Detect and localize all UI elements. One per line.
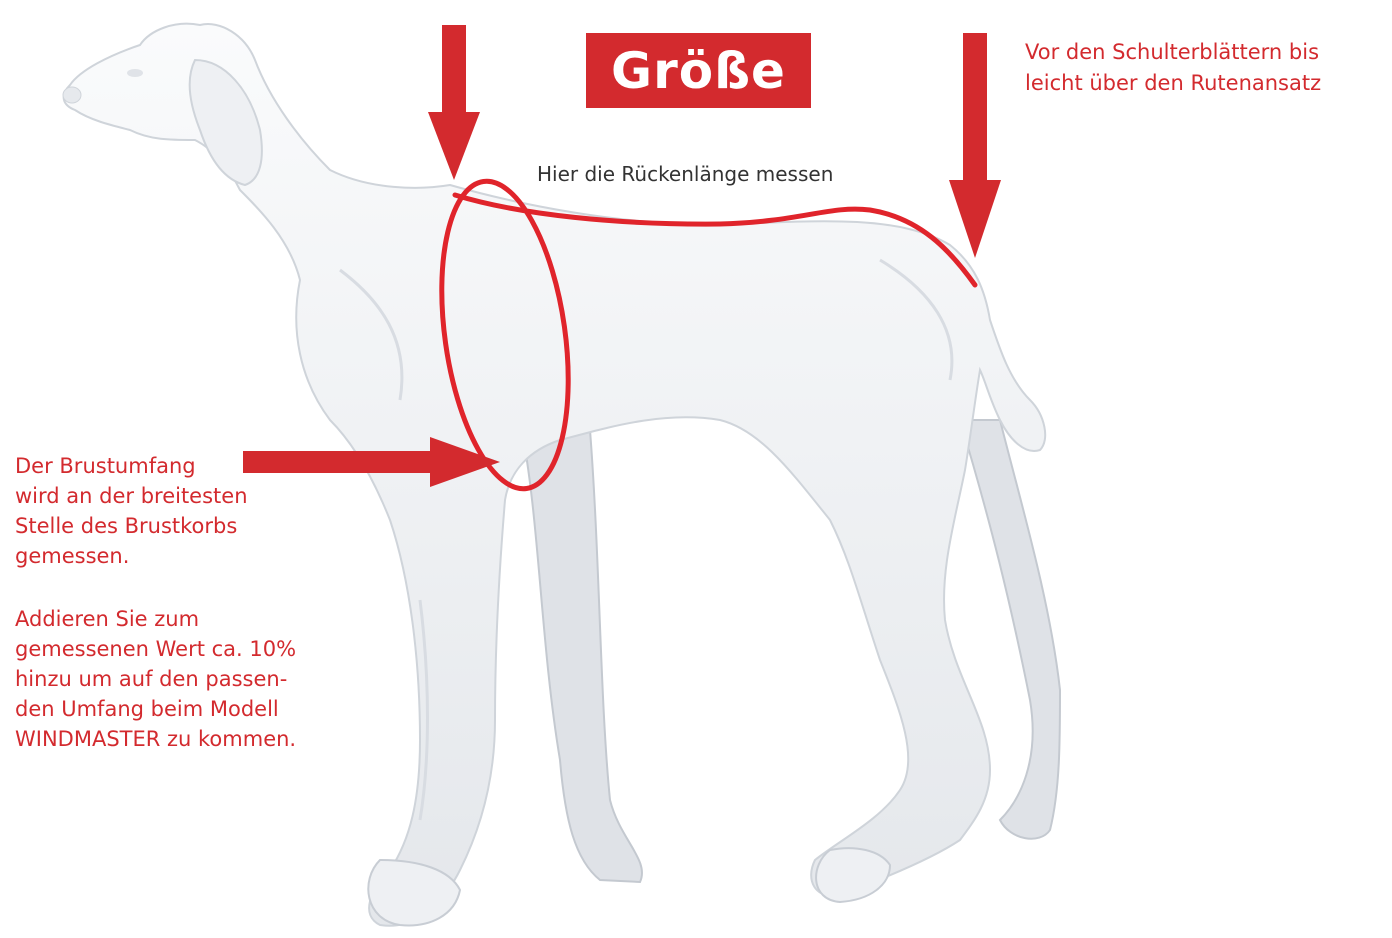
page-title: Größe bbox=[611, 42, 786, 100]
dog-eye bbox=[127, 69, 143, 77]
chest-note: Der Brustumfang wird an der breitesten S… bbox=[15, 451, 375, 571]
tail-note: Vor den Schulterblättern bis leicht über… bbox=[1025, 37, 1385, 99]
dog-nose bbox=[63, 87, 81, 103]
title-box: Größe bbox=[586, 33, 811, 108]
back-length-label: Hier die Rückenlänge messen bbox=[537, 162, 833, 186]
add-note: Addieren Sie zum gemessenen Wert ca. 10%… bbox=[15, 604, 385, 754]
dog-back-foot bbox=[816, 848, 890, 902]
arrow-neck bbox=[428, 25, 480, 180]
arrow-tail bbox=[949, 33, 1001, 258]
